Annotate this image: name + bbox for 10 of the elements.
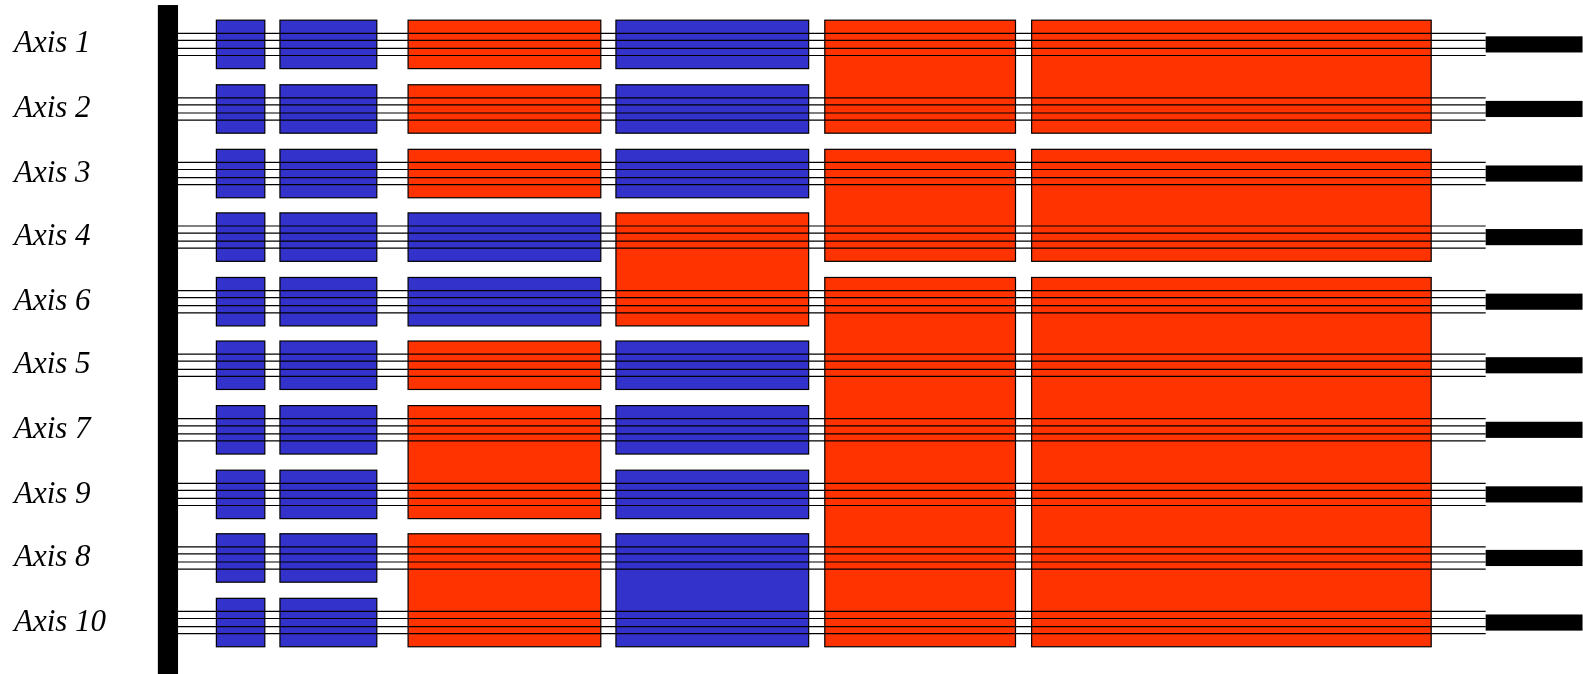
axis-label: Axis 8: [14, 538, 91, 575]
axis-label: Axis 1: [14, 24, 91, 61]
axis-label: Axis 10: [14, 602, 107, 639]
axis-label: Axis 7: [14, 410, 91, 447]
axis-label: Axis 2: [14, 89, 91, 126]
axis-label: Axis 9: [14, 474, 91, 511]
axis-label: Axis 4: [14, 217, 91, 254]
axis-label: Axis 5: [14, 345, 91, 382]
axis-label: Axis 3: [14, 153, 91, 190]
axis-label: Axis 6: [14, 281, 91, 318]
